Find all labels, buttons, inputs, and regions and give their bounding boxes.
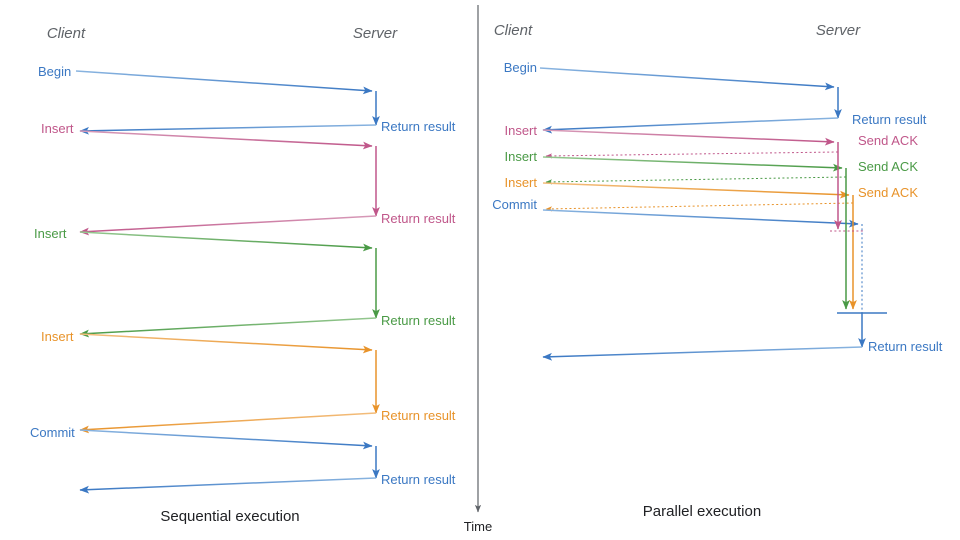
role-label-server: Server — [816, 22, 861, 39]
flow-insert2-request — [542, 156, 843, 172]
client-label-begin: Begin — [38, 64, 71, 79]
server-label-return-result-4: Return result — [381, 408, 456, 423]
client-label-insert-1: Insert — [41, 121, 74, 136]
server-label-send-ack-3: Send ACK — [858, 185, 918, 200]
flow-insert3-request — [542, 182, 850, 199]
flow-begin-request — [75, 70, 373, 95]
client-label-insert-3: Insert — [41, 329, 74, 344]
flow-insert1-reply — [79, 215, 377, 236]
flow-insert2-ack — [545, 176, 847, 185]
server-label-return-result-2: Return result — [868, 339, 943, 354]
server-label-return-result-3: Return result — [381, 313, 456, 328]
flow-insert3-ack — [545, 202, 854, 212]
flow-commit-reply — [542, 346, 863, 361]
client-label-commit: Commit — [30, 425, 75, 440]
client-label-begin: Begin — [504, 60, 537, 75]
client-label-insert-2: Insert — [504, 149, 537, 164]
flow-begin-reply — [79, 124, 377, 135]
role-label-client: Client — [494, 22, 533, 39]
flow-begin-request — [539, 67, 835, 91]
server-label-return-result-1: Return result — [852, 112, 927, 127]
flow-insert1-request — [79, 130, 373, 150]
flow-begin-reply — [542, 117, 839, 134]
role-label-client: Client — [47, 25, 86, 42]
flow-insert2-request — [79, 231, 373, 252]
role-label-server: Server — [353, 25, 398, 42]
panel-caption-sequential: Sequential execution — [160, 508, 299, 525]
flow-commit-request — [79, 429, 373, 450]
server-label-return-result-2: Return result — [381, 211, 456, 226]
flow-insert1-ack — [545, 151, 839, 159]
client-label-insert-2: Insert — [34, 226, 67, 241]
client-label-insert-3: Insert — [504, 175, 537, 190]
server-label-return-result-5: Return result — [381, 472, 456, 487]
server-label-return-result-1: Return result — [381, 119, 456, 134]
flow-insert1-request — [542, 129, 835, 146]
flow-commit-reply — [79, 477, 377, 494]
flow-insert3-request — [79, 333, 373, 354]
client-label-commit: Commit — [492, 197, 537, 212]
time-axis-label: Time — [464, 519, 492, 534]
server-label-send-ack-2: Send ACK — [858, 159, 918, 174]
server-label-send-ack-1: Send ACK — [858, 133, 918, 148]
panel-caption-parallel: Parallel execution — [643, 503, 761, 520]
flow-insert2-reply — [79, 317, 377, 338]
client-label-insert-1: Insert — [504, 123, 537, 138]
flow-commit-request — [542, 209, 859, 228]
flow-insert3-reply — [79, 412, 377, 434]
